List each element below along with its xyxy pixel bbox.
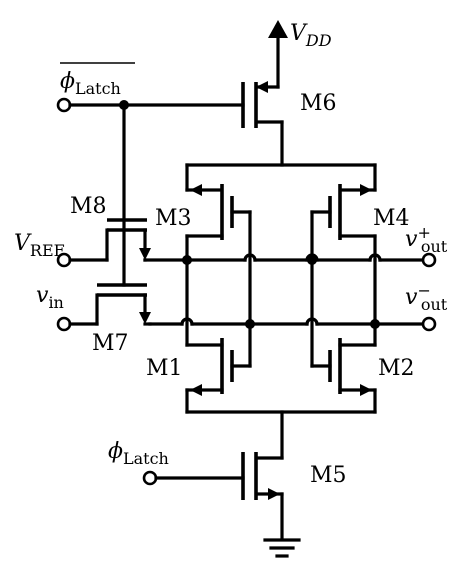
vin-label: vin xyxy=(36,283,64,312)
m7-label: M7 xyxy=(92,331,129,356)
vdd-label: VDD xyxy=(290,21,332,50)
m1-label: M1 xyxy=(146,356,183,381)
vout-neg-label: v−out xyxy=(405,281,448,314)
transistor-m3 xyxy=(185,184,252,262)
latch-bar-net xyxy=(56,62,245,287)
transistor-m5 xyxy=(142,452,284,540)
vout-neg-net xyxy=(148,316,437,332)
latch-label: ϕLatch xyxy=(108,439,169,468)
ground-icon xyxy=(263,538,301,558)
transistor-m1 xyxy=(185,322,252,414)
m6-label: M6 xyxy=(300,91,337,116)
transistor-m4 xyxy=(310,184,377,262)
transistor-m8 xyxy=(56,218,151,268)
vdd-rail xyxy=(268,20,288,89)
m3-label: M3 xyxy=(155,206,192,231)
transistor-m7 xyxy=(56,283,152,332)
m4-label: M4 xyxy=(373,206,410,231)
transistor-m2 xyxy=(310,258,377,414)
m2-label: M2 xyxy=(378,356,415,381)
vref-label: VREF xyxy=(14,231,65,260)
vout-pos-label: v+out xyxy=(405,223,448,256)
latch-bar-label: ϕLatch xyxy=(60,69,121,98)
transistor-m6 xyxy=(241,81,284,167)
m8-label: M8 xyxy=(70,194,107,219)
m5-label: M5 xyxy=(310,463,347,488)
